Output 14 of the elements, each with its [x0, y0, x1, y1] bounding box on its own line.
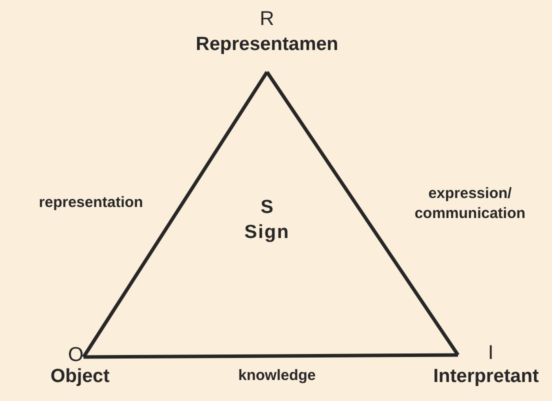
- sign-letter: S: [260, 196, 274, 220]
- edge-label: knowledge: [237, 366, 317, 386]
- triangle-side: [266, 71, 460, 356]
- vertex-name: Interpretant: [432, 365, 540, 389]
- vertex-name: Object: [49, 365, 111, 389]
- vertex-name: Representamen: [196, 33, 338, 57]
- edge-label: expression/ communication: [414, 184, 526, 224]
- vertex-letter: I: [488, 341, 494, 366]
- vertex-letter: O: [68, 343, 84, 368]
- edge-label: representation: [38, 193, 144, 213]
- sign-label: Sign: [243, 221, 291, 245]
- triangle-side: [84, 353, 458, 359]
- triangle-side: [82, 71, 268, 358]
- vertex-letter: R: [260, 7, 274, 32]
